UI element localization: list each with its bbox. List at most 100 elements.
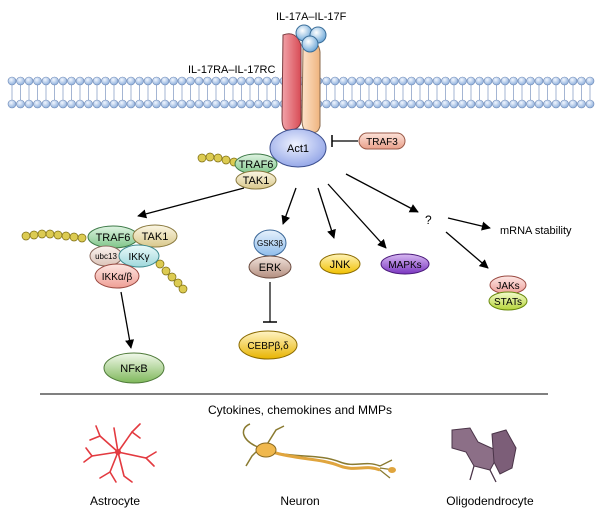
ubiquitin-chain-left (21, 229, 87, 243)
lipid-head (211, 76, 221, 86)
lipid-head (534, 76, 544, 86)
lipid-head (492, 99, 501, 109)
lipid-head (50, 76, 59, 86)
ubiquitin-bead (173, 278, 183, 288)
ubiquitin-bead (69, 232, 79, 242)
lipid-head (475, 99, 484, 109)
lipid-head (339, 76, 348, 86)
jnk-node (319, 253, 361, 275)
lipid-head (500, 76, 510, 86)
lipid-head (169, 76, 178, 86)
lipid-head (101, 76, 110, 86)
lipid-head (381, 76, 391, 86)
lipid-head (203, 76, 212, 86)
lipid-head (220, 76, 229, 86)
lipid-head (16, 76, 25, 86)
lipid-head (441, 99, 450, 109)
oligodendrocyte-label: Oligodendrocyte (446, 494, 534, 508)
lipid-head (41, 99, 51, 109)
lipid-head (135, 99, 144, 109)
lipid-head (432, 76, 442, 86)
arrow-to-unknown (345, 173, 419, 213)
lipid-head (543, 99, 552, 109)
lipid-head (330, 99, 340, 109)
lipid-head (526, 99, 535, 109)
ubiquitin-bead (37, 229, 47, 239)
jnk-label: JNK (330, 259, 351, 271)
ubiquitin-bead (213, 153, 223, 163)
lipid-head (126, 99, 136, 109)
ubc13-label: ubc13 (95, 252, 117, 261)
lipid-head (228, 99, 238, 109)
tak1-label-top: TAK1 (243, 175, 270, 187)
lipid-head (398, 76, 408, 86)
lipid-head (237, 99, 246, 109)
lipid-head (160, 99, 170, 109)
ligand-label: IL-17A–IL-17F (276, 11, 347, 23)
lipid-head (118, 76, 127, 86)
lipid-head (67, 76, 76, 86)
lipid-head (143, 76, 153, 86)
ubiquitin-bead (167, 272, 177, 282)
footer-title: Cytokines, chemokines and MMPs (208, 403, 392, 417)
neuron-illustration (242, 423, 396, 479)
mapks-label: MAPKs (388, 260, 421, 271)
lipid-head (75, 99, 85, 109)
lipid-head (262, 76, 272, 86)
lipid-head (109, 76, 119, 86)
lipid-head (152, 99, 161, 109)
lipid-head (381, 99, 391, 109)
lipid-head (466, 76, 476, 86)
nfkb-label: NFκB (120, 363, 148, 375)
astrocyte-label: Astrocyte (90, 494, 140, 508)
lipid-head (245, 76, 255, 86)
lipid-head (509, 99, 518, 109)
traf3-node (358, 132, 406, 150)
lipid-head (407, 76, 416, 86)
tak1-node (132, 224, 178, 248)
astrocyte-illustration (83, 423, 157, 483)
lipid-head (101, 99, 110, 109)
lipid-head (24, 99, 34, 109)
lipid-head (364, 76, 374, 86)
act1-label: Act1 (287, 143, 309, 155)
lipid-head (577, 76, 586, 86)
il17ra-chain (281, 33, 302, 131)
lipid-head (84, 76, 93, 86)
lipid-head (7, 99, 17, 109)
lipid-head (330, 76, 340, 86)
lipid-head (356, 76, 365, 86)
lipid-head (390, 76, 399, 86)
erk-label: ERK (259, 262, 282, 274)
lipid-head (577, 99, 586, 109)
lipid-head (211, 99, 221, 109)
lipid-head (407, 99, 416, 109)
lipid-head (424, 76, 433, 86)
lipid-head (118, 99, 127, 109)
receptor-label: IL-17RA–IL-17RC (188, 64, 275, 76)
arrow-to-nfkb (120, 291, 135, 349)
lipid-head (347, 76, 357, 86)
mapks-node (380, 253, 430, 275)
lipid-head (364, 99, 374, 109)
traf6-label: TRAF6 (96, 232, 131, 244)
arrow-to-jnk (317, 187, 336, 239)
tak1-label: TAK1 (142, 231, 169, 243)
lipid-head (194, 76, 204, 86)
arrow-to-mapks (327, 183, 387, 249)
lipid-head (568, 99, 578, 109)
neuron-label: Neuron (280, 494, 319, 508)
lipid-head (398, 99, 408, 109)
lipid-head (109, 99, 119, 109)
ikk-alpha-beta-label: IKKα/β (102, 272, 133, 283)
lipid-head (245, 99, 255, 109)
lipid-head (449, 99, 459, 109)
lipid-head (560, 76, 569, 86)
lipid-head (75, 76, 85, 86)
lipid-head (322, 76, 331, 86)
lipid-head (458, 76, 467, 86)
traf6-label-top: TRAF6 (239, 159, 274, 171)
lipid-head (33, 76, 42, 86)
lipid-head (466, 99, 476, 109)
